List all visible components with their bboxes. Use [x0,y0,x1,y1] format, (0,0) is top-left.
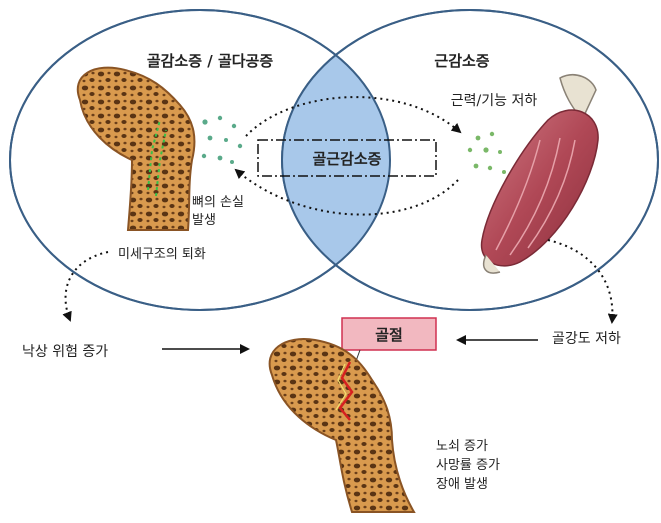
osteosarcopenia-label: 골근감소증 [312,150,381,168]
particles-left [201,115,243,164]
consequence-mortality: 사망률 증가 [436,458,500,473]
fracture-box [341,317,437,351]
consequence-frailty: 노쇠 증가 [436,439,488,454]
femur-illustration-fractured [268,338,416,513]
arc-arrow-top [245,96,462,137]
bone-loss-line2: 발생 [192,213,216,228]
func-decline-text: 근력/기능 저하 [451,93,538,109]
left-circle-title: 골감소증 / 골다공증 [147,52,274,70]
micro-degeneration-text: 미세구조의 퇴화 [118,247,206,262]
consequence-disability: 장애 발생 [436,477,488,492]
fall-risk-text: 낙상 위험 증가 [22,344,108,360]
osteosarcopenia-box [257,139,437,177]
fracture-label: 골절 [375,326,403,344]
bone-loss-line1: 뼈의 손실 [192,195,244,210]
particles-right [467,131,506,174]
femur-illustration-top [76,66,196,231]
muscle-illustration [480,74,599,274]
bone-strength-text: 골강도 저하 [552,331,621,347]
right-circle-title: 근감소증 [434,52,489,70]
arrow-to-bone-strength [547,239,618,324]
